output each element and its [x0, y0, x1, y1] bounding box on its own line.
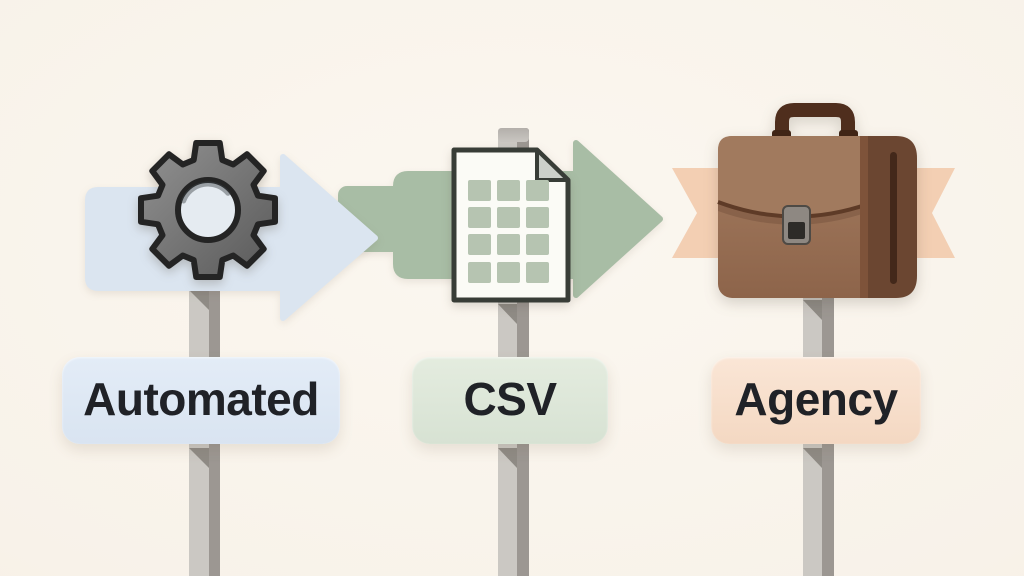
briefcase-icon	[717, 103, 917, 298]
sign-automated-label: Automated	[83, 373, 319, 425]
gear-icon	[138, 140, 278, 280]
sign-automated: Automated	[62, 357, 340, 444]
briefcase-clasp	[782, 205, 811, 245]
sign-agency-label: Agency	[734, 373, 898, 425]
briefcase-handle	[775, 103, 855, 142]
sign-agency: Agency	[711, 357, 921, 444]
spreadsheet-cells	[468, 180, 549, 283]
sign-csv: CSV	[412, 357, 608, 444]
spreadsheet-file-icon	[451, 147, 571, 303]
sign-csv-label: CSV	[463, 373, 557, 425]
